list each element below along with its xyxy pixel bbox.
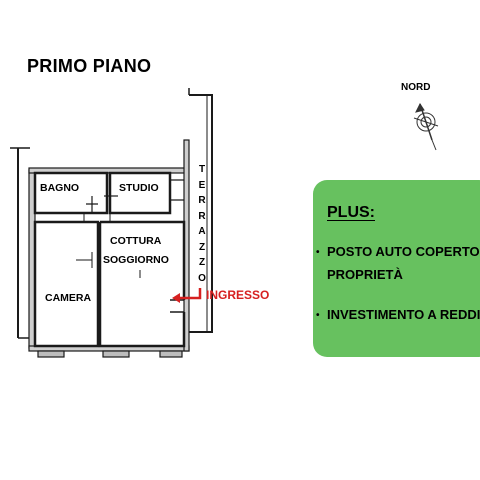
room-camera-outline <box>33 220 100 348</box>
room-label-studio: STUDIO <box>119 182 159 194</box>
room-bagno-outline <box>33 171 109 215</box>
pillar <box>102 350 130 358</box>
room-label-camera: CAMERA <box>45 292 92 304</box>
room-label-bagno: BAGNO <box>40 182 80 194</box>
floor-title: PRIMO PIANO <box>27 56 152 76</box>
terrace-letter: T <box>198 164 206 175</box>
plus-item-1-line1: POSTO AUTO COPERTO DI <box>327 244 480 259</box>
pillar <box>37 350 65 358</box>
terrace-letter: R <box>198 210 206 222</box>
terrace-letter: E <box>198 179 206 191</box>
room-label-cottura: COTTURA <box>110 235 162 247</box>
terrace-letter: R <box>198 195 206 206</box>
bullet-icon: • <box>316 310 320 321</box>
terrace-label: T E R R A Z Z O <box>196 162 208 286</box>
bullet-icon: • <box>316 247 320 258</box>
room-label-soggiorno: SOGGIORNO <box>103 254 169 266</box>
plus-item-2-line1: INVESTIMENTO A REDDITO <box>327 307 480 322</box>
terrace-letter: Z <box>198 241 206 253</box>
plus-panel <box>313 180 480 357</box>
entrance-arrow-icon <box>172 288 202 303</box>
terrace-letter: O <box>198 272 206 284</box>
room-studio-outline <box>108 171 172 215</box>
north-label: NORD <box>401 82 431 93</box>
plus-title: PLUS: <box>327 204 375 221</box>
pillar <box>159 350 183 358</box>
room-soggiorno-outline <box>98 220 186 348</box>
plus-item-1-line2: PROPRIETÀ <box>327 267 403 282</box>
entrance-label: INGRESSO <box>206 288 270 302</box>
terrace-letter: A <box>198 226 206 237</box>
terrace-letter: Z <box>198 257 206 268</box>
